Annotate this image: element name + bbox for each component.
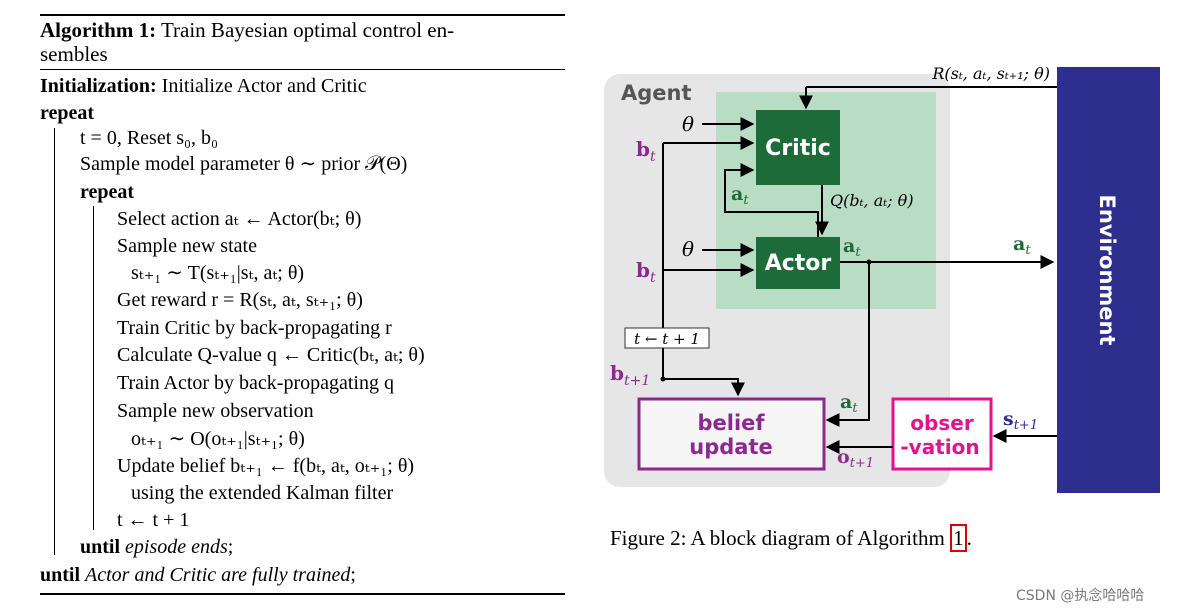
actor-label: Actor <box>765 251 832 276</box>
algo-line-sample-state: Sample new state <box>117 235 257 257</box>
algo-init: Initialization: Initialize Actor and Cri… <box>40 74 367 98</box>
inner-until-keyword: until <box>80 536 121 558</box>
belief-update-block <box>637 397 826 471</box>
outer-until-keyword: until <box>40 564 81 586</box>
algo-title-rule <box>40 69 565 70</box>
reward-label: R(sₜ, aₜ, sₜ₊₁; θ) <box>931 64 1050 83</box>
algo-top-rule <box>40 14 565 16</box>
outer-loop-bar <box>54 128 55 555</box>
environment-label: Environment <box>1095 194 1119 345</box>
algo-line-observation: oₜ₊₁ ∼ O(oₜ₊₁|sₜ₊₁; θ) <box>131 428 305 450</box>
critic-label: Critic <box>765 136 831 161</box>
outer-until-condition: Actor and Critic are fully trained <box>85 564 351 586</box>
inner-loop-bar <box>93 206 94 530</box>
algo-line-train-actor: Train Actor by back-propagating q <box>117 372 394 394</box>
at-env-label: at <box>1013 233 1031 258</box>
ot1-label: ot+1 <box>837 446 874 471</box>
agent-label: Agent <box>621 81 692 105</box>
algo-line-train-critic: Train Critic by back-propagating r <box>117 317 392 339</box>
time-step-box <box>624 327 710 349</box>
algo-outer-until: until Actor and Critic are fully trained… <box>40 564 356 586</box>
belief-label-line1: belief <box>697 411 765 435</box>
init-text: Initialize Actor and Critic <box>156 75 367 97</box>
at-belief-arrow <box>825 262 870 427</box>
algo-line-kalman: using the extended Kalman filter <box>131 482 394 504</box>
inner-repeat-keyword: repeat <box>80 181 135 203</box>
algo-bottom-rule <box>40 593 565 595</box>
algo-line-sample-param: Sample model parameter θ ∼ prior 𝒫(Θ) <box>80 153 408 175</box>
belief-label-line2: update <box>689 435 772 459</box>
algo-line-increment: t ← t + 1 <box>117 509 190 531</box>
caption-text: Figure 2: A block diagram of Algorithm <box>610 526 951 550</box>
at-actor-label: at <box>843 235 861 260</box>
observation-block <box>891 397 993 471</box>
algorithm-reference-link[interactable]: 1 <box>950 524 967 552</box>
environment-block <box>1057 67 1160 493</box>
algo-line-transition: sₜ₊₁ ∼ T(sₜ₊₁|sₜ, aₜ; θ) <box>131 262 305 284</box>
algo-line-update-belief: Update belief bₜ₊₁ ← f(bₜ, aₜ, oₜ₊₁; θ) <box>117 455 415 477</box>
observation-label-line2: -vation <box>900 435 979 459</box>
actor-block <box>756 237 840 289</box>
init-keyword: Initialization: <box>40 75 157 97</box>
at-critic-feedback <box>724 163 819 237</box>
bt-actor-label: bt <box>636 258 656 286</box>
at-belief-label: at <box>840 391 858 416</box>
algo-line-reward: Get reward r = R(sₜ, aₜ, sₜ₊₁; θ) <box>117 289 363 311</box>
theta-critic-label: θ <box>682 112 694 136</box>
q-label: Q(bₜ, aₜ; θ) <box>830 191 914 210</box>
algorithm-title-text: Train Bayesian optimal control en- <box>156 18 455 42</box>
theta-actor-label: θ <box>682 237 694 261</box>
bt1-label: bt+1 <box>610 361 650 389</box>
observation-label-line1: obser <box>910 411 974 435</box>
inner-until-condition: episode ends <box>125 536 228 558</box>
time-step-label: t ← t + 1 <box>634 330 700 348</box>
algorithm-title: Algorithm 1: Train Bayesian optimal cont… <box>40 18 565 66</box>
algo-line-select-action: Select action aₜ ← Actor(bₜ; θ) <box>117 208 362 230</box>
caption-end: . <box>966 526 972 550</box>
watermark: CSDN @执念哈哈哈 <box>1016 588 1145 604</box>
algo-inner-until: until episode ends; <box>80 536 234 558</box>
outer-repeat-keyword: repeat <box>40 102 95 124</box>
at-critic-label: at <box>731 183 749 208</box>
algorithm-title-text-cont: sembles <box>40 42 108 66</box>
bt-critic-label: bt <box>636 137 656 165</box>
figure-caption: Figure 2: A block diagram of Algorithm 1… <box>610 524 972 552</box>
critic-block <box>756 110 840 185</box>
algo-line-q-value: Calculate Q-value q ← Critic(bₜ, aₜ; θ) <box>117 344 425 366</box>
algorithm-number: Algorithm 1: <box>40 18 157 42</box>
st1-label: st+1 <box>1003 408 1038 433</box>
algo-line-sample-obs: Sample new observation <box>117 400 314 422</box>
algo-line-reset: t = 0, Reset s₀, b₀ <box>80 127 218 149</box>
bt1-arrow <box>663 378 745 397</box>
